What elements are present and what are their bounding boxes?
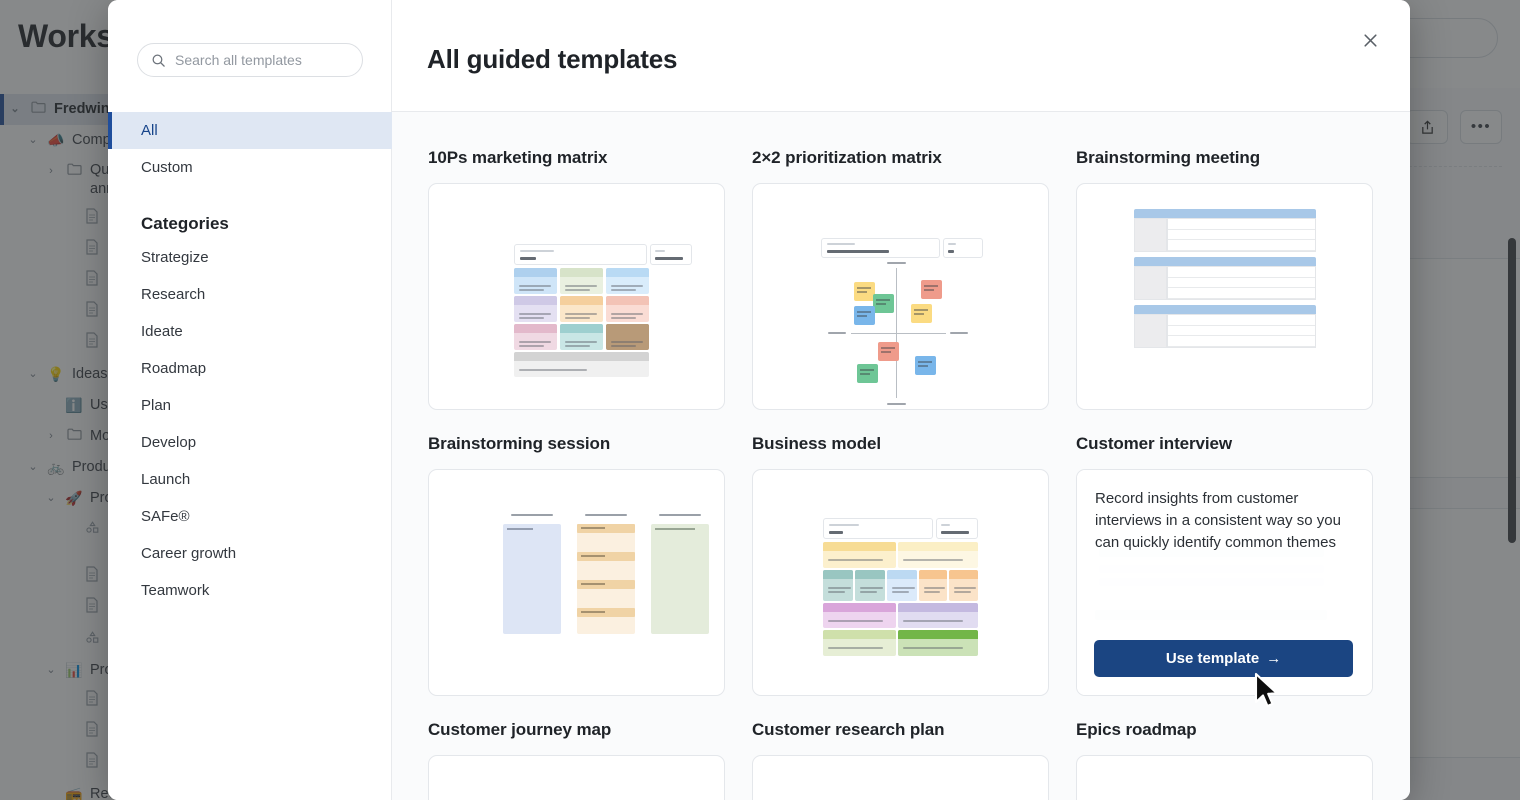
- nav-item-all[interactable]: All: [108, 112, 392, 149]
- template-card[interactable]: Brainstorming meeting: [1076, 148, 1373, 410]
- mouse-cursor: [1254, 672, 1279, 708]
- template-thumbnail[interactable]: [752, 183, 1049, 410]
- template-search-placeholder: Search all templates: [175, 52, 302, 68]
- category-item[interactable]: SAFe®: [108, 498, 392, 535]
- template-thumbnail[interactable]: [428, 469, 725, 696]
- modal-header: All guided templates: [392, 0, 1410, 112]
- templates-grid: 10Ps marketing matrix 2×2 prioritization …: [428, 148, 1408, 800]
- category-item-label: Teamwork: [141, 582, 210, 599]
- category-item-label: Develop: [141, 434, 197, 451]
- category-item[interactable]: Ideate: [108, 313, 392, 350]
- template-card-title: 2×2 prioritization matrix: [752, 148, 942, 167]
- template-card-title: Business model: [752, 434, 881, 453]
- template-card[interactable]: Epics roadmap: [1076, 720, 1373, 800]
- nav-item-custom[interactable]: Custom: [108, 149, 392, 186]
- template-card-title: Customer research plan: [752, 720, 945, 739]
- category-item[interactable]: Career growth: [108, 535, 392, 572]
- template-description: Record insights from customer interviews…: [1095, 490, 1341, 551]
- modal-title: All guided templates: [427, 44, 678, 74]
- template-card[interactable]: 10Ps marketing matrix: [428, 148, 725, 410]
- category-item[interactable]: Launch: [108, 461, 392, 498]
- template-thumbnail[interactable]: [1076, 755, 1373, 800]
- category-item[interactable]: Research: [108, 276, 392, 313]
- template-thumbnail[interactable]: [428, 755, 725, 800]
- template-search-input[interactable]: Search all templates: [137, 43, 363, 77]
- template-card-title: Epics roadmap: [1076, 720, 1197, 739]
- category-item[interactable]: Plan: [108, 387, 392, 424]
- template-card[interactable]: Customer journey map: [428, 720, 725, 800]
- template-thumbnail[interactable]: [752, 755, 1049, 800]
- template-card[interactable]: 2×2 prioritization matrix: [752, 148, 1049, 410]
- category-item-label: Ideate: [141, 323, 183, 340]
- template-card[interactable]: Brainstorming session: [428, 434, 725, 696]
- category-item[interactable]: Teamwork: [108, 572, 392, 609]
- categories-heading: Categories: [141, 214, 229, 233]
- nav-item-label: All: [141, 122, 158, 139]
- category-item[interactable]: Develop: [108, 424, 392, 461]
- category-item[interactable]: Roadmap: [108, 350, 392, 387]
- category-item[interactable]: Strategize: [108, 239, 392, 276]
- template-thumbnail[interactable]: [1076, 183, 1373, 410]
- template-card-title: Customer interview: [1076, 434, 1232, 453]
- category-item-label: Launch: [141, 471, 191, 488]
- close-icon: [1363, 33, 1377, 47]
- templates-grid-scroll[interactable]: 10Ps marketing matrix 2×2 prioritization …: [392, 112, 1410, 800]
- category-item-label: Plan: [141, 397, 172, 414]
- template-thumbnail[interactable]: Record insights from customer interviews…: [1076, 469, 1373, 696]
- template-thumbnail[interactable]: [428, 183, 725, 410]
- close-button[interactable]: [1355, 25, 1385, 55]
- category-item-label: Roadmap: [141, 360, 207, 377]
- arrow-right-icon: →: [1266, 650, 1282, 667]
- category-item-label: Career growth: [141, 545, 237, 562]
- template-card-title: Customer journey map: [428, 720, 612, 739]
- nav-item-label: Custom: [141, 159, 193, 176]
- use-template-label: Use template: [1165, 650, 1260, 667]
- template-card[interactable]: Customer research plan: [752, 720, 1049, 800]
- template-card-title: Brainstorming meeting: [1076, 148, 1260, 167]
- template-thumbnail[interactable]: [752, 469, 1049, 696]
- category-item-label: Research: [141, 286, 206, 303]
- use-template-button[interactable]: Use template →: [1094, 640, 1353, 677]
- template-card-title: 10Ps marketing matrix: [428, 148, 608, 167]
- template-card-title: Brainstorming session: [428, 434, 611, 453]
- category-item-label: Strategize: [141, 249, 209, 266]
- template-card[interactable]: Business model: [752, 434, 1049, 696]
- category-item-label: SAFe®: [141, 508, 190, 525]
- search-icon: [152, 54, 165, 67]
